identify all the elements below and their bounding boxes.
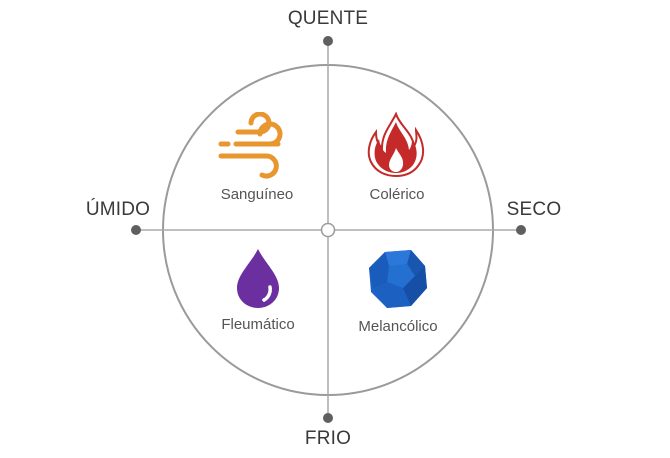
axis-label-right: SECO — [506, 199, 562, 220]
axis-label-top: QUENTE — [287, 8, 369, 29]
quadrant-label-melancolico: Melancólico — [358, 318, 438, 335]
right-axis-dot — [516, 225, 526, 235]
bottom-axis-dot — [323, 413, 333, 423]
axis-label-left: ÚMIDO — [85, 199, 151, 220]
axis-label-bottom: FRIO — [304, 428, 352, 449]
top-axis-dot — [323, 36, 333, 46]
stone-icon — [369, 250, 427, 308]
water-drop-icon — [237, 249, 279, 308]
quadrant-label-fleumatico: Fleumático — [221, 316, 295, 333]
fire-icon — [367, 112, 424, 178]
left-axis-dot — [131, 225, 141, 235]
wind-icon — [218, 112, 283, 179]
quadrant-label-colerico: Colérico — [369, 186, 425, 203]
quadrant-label-sanguineo: Sanguíneo — [220, 186, 294, 203]
center-circle — [320, 222, 336, 238]
